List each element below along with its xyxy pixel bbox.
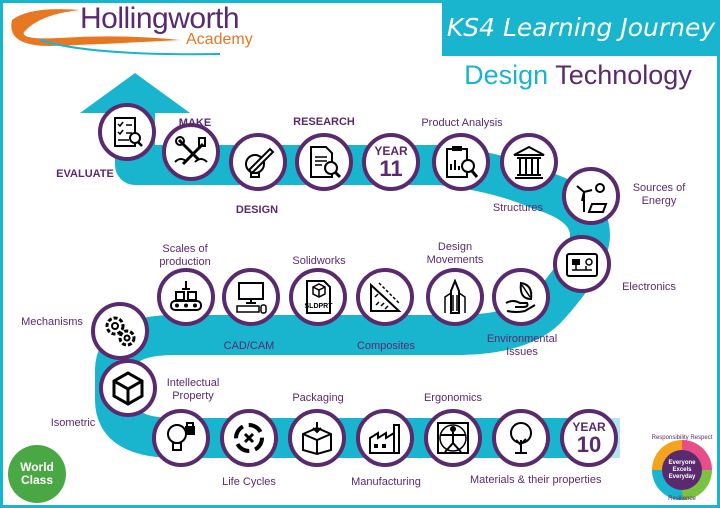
label-life-cycles: Life Cycles	[222, 476, 276, 488]
node-design[interactable]	[229, 133, 287, 191]
temple-icon	[513, 145, 545, 179]
label-manufacturing: Manufacturing	[351, 476, 421, 488]
label-design-movements: Design Movements	[426, 241, 484, 266]
node-solidworks[interactable]: SLDPRT	[289, 268, 347, 326]
value-responsibility: Responsibility	[651, 435, 689, 441]
banner-title: KS4 Learning Journey	[442, 0, 720, 56]
node-evaluate[interactable]	[98, 103, 156, 161]
world-class-badge: World Class	[8, 445, 66, 503]
school-sub: Academy	[186, 31, 253, 48]
building-icon	[444, 279, 466, 314]
label-evaluate: EVALUATE	[56, 168, 114, 180]
node-sources-of-energy[interactable]	[562, 167, 620, 225]
checklist-icon	[114, 117, 143, 147]
node-scales-of-production[interactable]	[157, 268, 215, 326]
vitruvian-man-icon	[437, 422, 469, 454]
label-ergonomics: Ergonomics	[423, 392, 483, 404]
node-composites[interactable]	[356, 268, 414, 326]
node-mechanisms[interactable]	[91, 302, 149, 360]
sldprt-file-icon: SLDPRT	[305, 280, 334, 314]
label-make: MAKE	[178, 117, 212, 129]
node-isometric[interactable]	[99, 359, 157, 417]
label-design: DESIGN	[235, 204, 279, 216]
computer-icon	[236, 282, 267, 314]
node-make[interactable]	[162, 123, 220, 181]
factory-icon	[369, 424, 400, 454]
recycle-icon	[234, 423, 264, 453]
values-ring-row: Responsibility Respect	[646, 432, 718, 444]
label-composites: Composites	[356, 340, 416, 352]
subject-title: Design Technology	[440, 58, 716, 92]
gears-icon	[105, 316, 136, 347]
node-packaging[interactable]	[288, 409, 346, 467]
year-10-label: YEAR	[572, 419, 606, 434]
lightbulb-lock-icon	[167, 422, 195, 451]
node-structures[interactable]	[500, 133, 558, 191]
node-intellectual-property[interactable]	[152, 409, 210, 467]
label-cad-cam: CAD/CAM	[223, 340, 275, 352]
label-materials: Materials & their properties	[470, 474, 602, 486]
composite-material-icon	[370, 282, 402, 312]
pencil-bulb-icon	[245, 147, 275, 178]
conveyor-icon	[170, 281, 202, 311]
subject-word-1: Design	[464, 60, 549, 90]
clipboard-magnifier-icon	[446, 146, 479, 178]
leaf-hand-icon	[505, 281, 536, 313]
values-center-text: Everyone Excels Everyday	[662, 450, 702, 490]
label-scales-of-production: Scales of production	[159, 243, 211, 268]
tree-icon	[510, 422, 532, 454]
label-sources-of-energy: Sources of Energy	[632, 182, 686, 207]
subject-word-2: Technology	[555, 60, 692, 90]
world-class-text: World Class	[20, 460, 54, 487]
values-badge: Everyone Excels Everyday	[652, 440, 712, 500]
year-10-number: 10	[576, 431, 602, 457]
label-mechanisms: Mechanisms	[21, 316, 83, 328]
node-year-10[interactable]: YEAR 10	[560, 409, 618, 467]
node-design-movements[interactable]	[426, 268, 484, 326]
box-icon	[302, 422, 332, 456]
label-solidworks: Solidworks	[292, 255, 346, 267]
document-search-icon	[310, 146, 342, 179]
label-environmental-issues: Environmental Issues	[486, 333, 558, 358]
label-structures: Structures	[492, 202, 544, 214]
label-research: RESEARCH	[293, 116, 355, 128]
value-respect: Respect	[690, 435, 713, 441]
node-electronics[interactable]	[553, 235, 611, 293]
school-name: Hollingworth	[80, 2, 240, 35]
circuit-board-icon	[566, 253, 598, 277]
node-environmental-issues[interactable]	[492, 268, 550, 326]
cube-icon	[112, 371, 144, 406]
year-11-number: 11	[379, 155, 403, 181]
node-manufacturing[interactable]	[356, 409, 414, 467]
wind-solar-icon	[576, 183, 608, 213]
label-isometric: Isometric	[50, 417, 96, 429]
year-11-label: YEAR	[374, 143, 408, 158]
node-cad-cam[interactable]	[222, 268, 280, 326]
label-intellectual-property: Intellectual Property	[166, 377, 220, 402]
node-research[interactable]	[295, 133, 353, 191]
node-life-cycles[interactable]	[220, 409, 278, 467]
label-electronics: Electronics	[622, 281, 676, 293]
road-arrowhead	[80, 73, 190, 113]
node-materials[interactable]	[492, 409, 550, 467]
node-ergonomics[interactable]	[424, 409, 482, 467]
svg-text:SLDPRT: SLDPRT	[305, 303, 334, 310]
node-year-11[interactable]: YEAR 11	[362, 133, 420, 191]
tools-icon	[174, 136, 208, 166]
label-packaging: Packaging	[292, 392, 344, 404]
value-resilience: Resilience	[668, 496, 696, 502]
node-product-analysis[interactable]	[432, 133, 490, 191]
label-product-analysis: Product Analysis	[421, 117, 503, 129]
